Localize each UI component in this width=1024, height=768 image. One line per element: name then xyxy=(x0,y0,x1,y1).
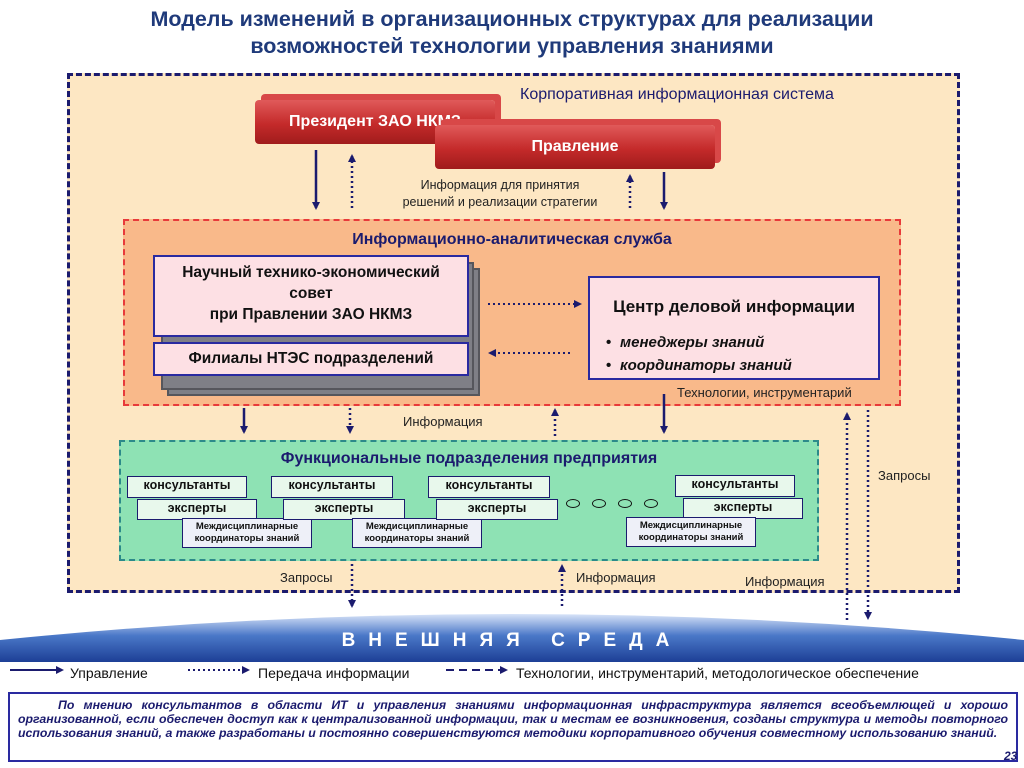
info-bottom-label: Информация xyxy=(576,570,656,585)
bullet-knowledge-managers: менеджеры знаний xyxy=(606,334,764,351)
consultants-chip: консультанты xyxy=(127,476,247,498)
consultants-chip: консультанты xyxy=(271,476,393,498)
council-line-1: Научный технико-экономический xyxy=(182,264,440,281)
consultants-chip: консультанты xyxy=(428,476,550,498)
council-line-2: совет xyxy=(289,285,333,302)
external-environment-label: ВНЕШНЯЯ СРЕДА xyxy=(341,630,683,651)
branches-box: Филиалы НТЭС подразделений xyxy=(153,342,469,376)
ellipsis-oval xyxy=(566,499,580,508)
external-environment-band xyxy=(0,614,1024,662)
legend-tech-label: Технологии, инструментарий, методологиче… xyxy=(516,665,919,681)
board-label: Правление xyxy=(531,138,619,155)
legend-transfer-label: Передача информации xyxy=(258,665,410,681)
experts-chip: эксперты xyxy=(283,499,405,520)
mdc-coordinators-box: Междисциплинарные координаторы знаний xyxy=(626,517,756,547)
council-line-3: при Правлении ЗАО НКМЗ xyxy=(209,306,413,323)
experts-chip: эксперты xyxy=(436,499,558,520)
title-line-1: Модель изменений в организационных струк… xyxy=(150,7,874,31)
tech-tools-label: Технологии, инструментарий xyxy=(677,385,852,400)
title-line-2: возможностей технологии управления знани… xyxy=(250,34,774,58)
analytic-service-label: Информационно-аналитическая служба xyxy=(352,231,672,248)
info-strategy-label: Информация для принятия решений и реализ… xyxy=(360,177,640,211)
experts-chip: эксперты xyxy=(683,498,803,519)
mdc-coordinators-box: Междисциплинарные координаторы знаний xyxy=(182,518,312,548)
requests-bottom-label: Запросы xyxy=(280,570,333,585)
info-strategy-line-1: Информация для принятия xyxy=(420,178,580,192)
summary-note: По мнению консультантов в области ИТ и у… xyxy=(8,692,1018,762)
consultants-chip: консультанты xyxy=(675,475,795,497)
page-title: Модель изменений в организационных струк… xyxy=(0,6,1024,60)
mdc-line-2: координаторы знаний xyxy=(194,533,300,544)
info-label-middle: Информация xyxy=(403,414,483,429)
info-strategy-line-2: решений и реализации стратегии xyxy=(402,195,598,209)
experts-chip: эксперты xyxy=(137,499,257,520)
board-block: Правление xyxy=(435,125,715,169)
corporate-system-label: Корпоративная информационная система xyxy=(520,86,834,103)
ellipsis-oval xyxy=(618,499,632,508)
requests-right-label: Запросы xyxy=(878,468,931,483)
mdc-line-2: координаторы знаний xyxy=(638,532,744,543)
mdc-line-1: Междисциплинарные xyxy=(639,520,743,531)
president-label: Президент ЗАО НКМЗ xyxy=(289,113,461,130)
ellipsis-oval xyxy=(592,499,606,508)
business-info-center-title: Центр деловой информации xyxy=(613,297,855,316)
mdc-coordinators-box: Междисциплинарные координаторы знаний xyxy=(352,518,482,548)
mdc-line-2: координаторы знаний xyxy=(364,533,470,544)
mdc-line-1: Междисциплинарные xyxy=(195,521,299,532)
page-number: 23 xyxy=(1004,749,1018,763)
bullet-knowledge-coordinators: координаторы знаний xyxy=(606,357,792,374)
info-right-label: Информация xyxy=(745,574,825,589)
functional-units-label: Функциональные подразделения предприятия xyxy=(280,450,658,467)
branches-label: Филиалы НТЭС подразделений xyxy=(188,350,434,367)
council-box: Научный технико-экономический совет при … xyxy=(153,255,469,337)
legend-control-label: Управление xyxy=(70,665,148,681)
ellipsis-oval xyxy=(644,499,658,508)
president-block: Президент ЗАО НКМЗ xyxy=(255,100,495,144)
mdc-line-1: Междисциплинарные xyxy=(365,521,469,532)
